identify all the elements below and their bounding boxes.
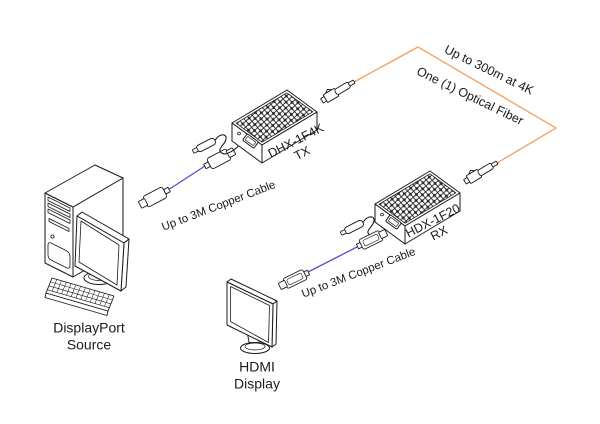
- copper-cable-rx-line: [307, 246, 358, 273]
- rx-pigtail-plug: [339, 218, 365, 238]
- keyboard: [44, 277, 115, 316]
- optical-fiber-line: [353, 46, 557, 164]
- display-label-line2: Display: [234, 375, 280, 391]
- displayport-source-computer: [44, 164, 130, 316]
- hdmi-connector-rx-end: [354, 227, 390, 252]
- lc-fiber-connector-tx: [317, 75, 357, 106]
- crt-monitor: [74, 211, 130, 292]
- tx-pigtail-plug: [191, 136, 217, 156]
- source-label-line2: Source: [66, 336, 112, 352]
- hdmi-display-monitor: [226, 278, 278, 354]
- source-label: DisplayPort Source: [53, 320, 125, 353]
- source-label-line1: DisplayPort: [53, 319, 125, 336]
- copper-cable-tx-line: [167, 165, 206, 191]
- displayport-connector-source-end: [136, 183, 173, 211]
- lc-fiber-connector-rx: [460, 156, 500, 187]
- display-label-line1: HDMI: [239, 358, 275, 375]
- display-label: HDMI Display: [234, 359, 280, 392]
